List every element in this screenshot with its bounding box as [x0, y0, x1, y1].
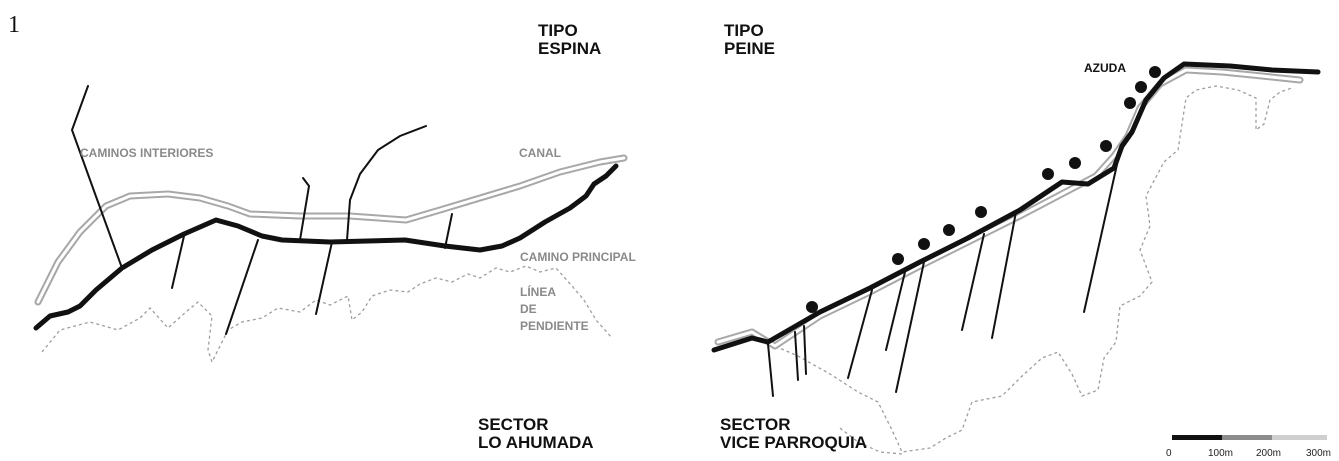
panel-tipo-peine: TIPO PEINE AZUDA SECTOR VICE PARROQUIA	[711, 21, 1321, 455]
heading-tipo-peine: TIPO PEINE	[724, 21, 775, 58]
ramal-peine-7	[961, 233, 985, 331]
ramal-peine-6	[895, 261, 925, 393]
label-canal: CANAL	[519, 146, 561, 160]
azuda-dot	[943, 224, 955, 236]
ramal-peine-4	[847, 289, 873, 379]
scale-segment-1	[1172, 435, 1222, 440]
camino-interior-2	[299, 177, 311, 241]
camino-interior-3	[346, 125, 427, 241]
azuda-dot	[1100, 140, 1112, 152]
azuda-dot	[975, 206, 987, 218]
ramal-peine-9	[1083, 159, 1119, 313]
slope-line-peine	[769, 85, 1293, 453]
scale-tick-200: 200m	[1256, 448, 1281, 459]
azuda-dot	[918, 238, 930, 250]
ramal-peine-2	[794, 331, 799, 381]
scale-segment-3	[1272, 435, 1327, 440]
azuda-markers	[806, 66, 1161, 313]
ramal-peine-1	[767, 343, 774, 397]
scale-segment-2	[1222, 435, 1272, 440]
label-linea-de-pendiente: LÍNEA DE PENDIENTE	[520, 284, 589, 333]
sector-vice-parroquia: SECTOR VICE PARROQUIA	[720, 415, 867, 452]
ramal-peine-8	[991, 211, 1017, 339]
ramal-bajo-1	[171, 235, 185, 289]
label-camino-principal: CAMINO PRINCIPAL	[520, 250, 636, 264]
panel-tipo-espina: TIPO ESPINA CAMINOS INTERIORES CANAL CAM…	[33, 21, 636, 452]
heading-tipo-espina: TIPO ESPINA	[538, 21, 601, 58]
slope-line-espina	[41, 265, 613, 364]
scale-bar: 0 100m 200m 300m	[1166, 435, 1331, 459]
azuda-dot	[892, 253, 904, 265]
scale-tick-300: 300m	[1306, 448, 1331, 459]
azuda-dot	[1149, 66, 1161, 78]
scale-tick-100: 100m	[1208, 448, 1233, 459]
azuda-dot	[1124, 97, 1136, 109]
label-caminos-interiores: CAMINOS INTERIORES	[80, 146, 213, 160]
camino-principal-espina	[33, 163, 619, 331]
scale-tick-0: 0	[1166, 448, 1172, 459]
azuda-dot	[1135, 81, 1147, 93]
sector-lo-ahumada: SECTOR LO AHUMADA	[478, 415, 594, 452]
camino-interior-4	[444, 213, 453, 249]
azuda-dot	[1069, 157, 1081, 169]
camino-principal-peine	[711, 61, 1321, 353]
ramal-bajo-2	[225, 239, 259, 335]
ramal-peine-3	[803, 325, 807, 375]
figure-number: 1	[8, 12, 20, 38]
label-azuda: AZUDA	[1084, 61, 1126, 75]
camino-interior-1	[70, 85, 123, 269]
ramal-peine-5	[885, 271, 906, 351]
azuda-dot	[806, 301, 818, 313]
ramal-bajo-3	[315, 241, 333, 315]
azuda-dot	[1042, 168, 1054, 180]
canal-peine	[714, 66, 1304, 350]
